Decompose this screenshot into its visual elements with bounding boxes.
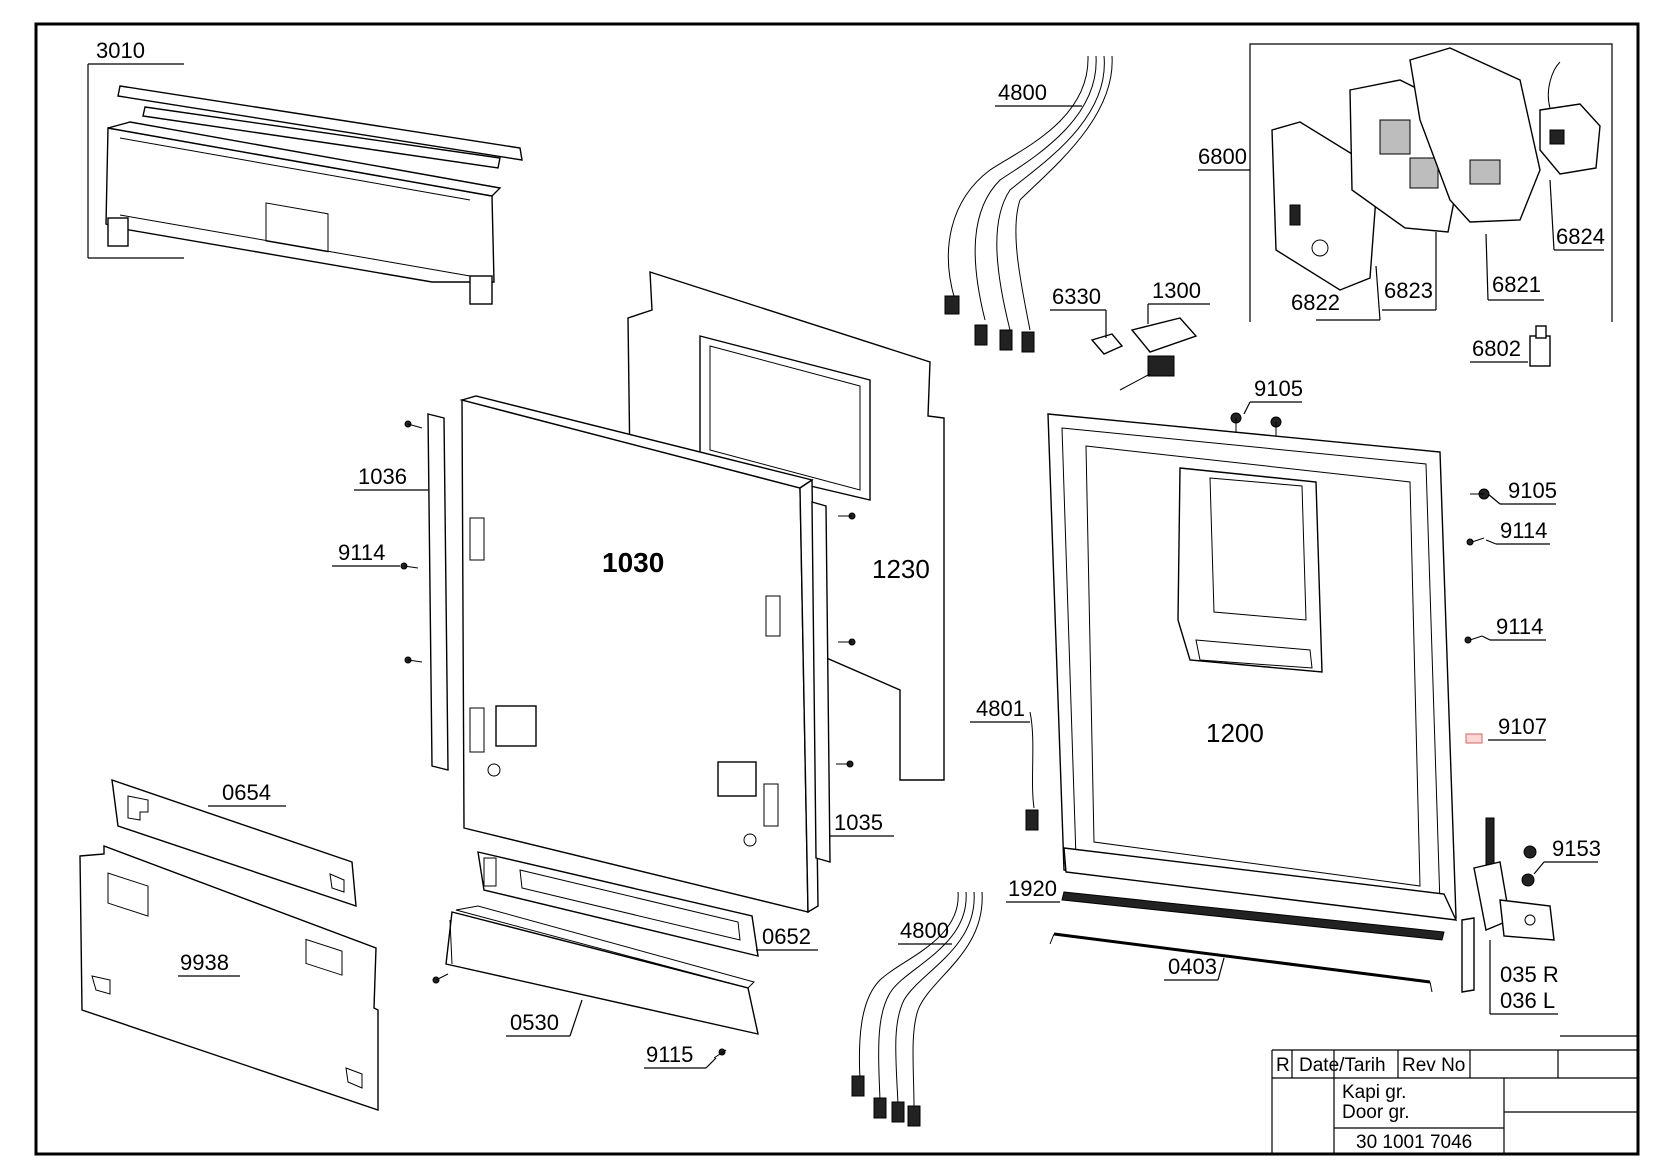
part-9153-screws <box>1521 845 1537 887</box>
part-035r-036l-hinge <box>1461 817 1555 993</box>
part-1300-door-lock <box>1119 317 1198 391</box>
title-col-rev: Rev No <box>1402 1055 1465 1076</box>
drawing-frame <box>34 22 1640 1156</box>
part-6802-sensor <box>1529 325 1551 367</box>
part-6821-housing <box>1409 47 1541 223</box>
part-1920-seal <box>1061 891 1445 941</box>
part-0530-screw <box>432 973 449 984</box>
title-col-date: Date/Tarih <box>1299 1055 1386 1076</box>
title-drawing-no: 30 1001 7046 <box>1356 1132 1472 1153</box>
label-1920: 1920 <box>1008 876 1057 901</box>
part-0652-handle <box>477 851 759 957</box>
label-9153: 9153 <box>1552 836 1601 861</box>
label-9114-right-a: 9114 <box>1500 518 1547 543</box>
label-9114-left: 9114 <box>338 540 385 565</box>
label-1036: 1036 <box>358 464 407 489</box>
label-9105-right: 9105 <box>1508 478 1557 503</box>
part-6824-connector <box>1539 61 1601 175</box>
title-block: R Date/Tarih Rev No Kapi gr. Door gr. 30… <box>1271 1035 1638 1154</box>
part-0403-rod <box>1049 932 1433 993</box>
part-9115-screw <box>713 1048 727 1059</box>
part-1035-side-strip <box>811 501 831 863</box>
label-9114-right-b: 9114 <box>1496 614 1543 639</box>
label-035r: 035 R <box>1500 962 1559 987</box>
title-desc-tr: Kapi gr. <box>1342 1082 1406 1103</box>
part-1035-screws <box>836 512 856 768</box>
label-9115: 9115 <box>646 1042 693 1067</box>
part-0530-kickplate <box>445 905 759 1035</box>
part-1036-side-strip <box>427 413 449 771</box>
label-0530: 0530 <box>510 1010 559 1035</box>
label-3010: 3010 <box>96 38 145 63</box>
part-9114-screws-right <box>1464 537 1485 644</box>
label-1300: 1300 <box>1152 278 1201 303</box>
part-1030-outer-door <box>459 395 819 914</box>
label-4800-bottom: 4800 <box>900 918 949 943</box>
label-0403: 0403 <box>1168 954 1217 979</box>
part-9107-clip <box>1465 733 1483 744</box>
label-6821: 6821 <box>1492 272 1541 297</box>
label-6330: 6330 <box>1052 284 1101 309</box>
label-6824: 6824 <box>1556 224 1605 249</box>
label-4800-top: 4800 <box>998 80 1047 105</box>
label-9105-top: 9105 <box>1254 376 1303 401</box>
part-9938-panel <box>79 844 379 1111</box>
part-6330-switch <box>1090 333 1124 355</box>
label-1035: 1035 <box>834 810 883 835</box>
label-036l: 036 L <box>1500 988 1555 1013</box>
label-1230: 1230 <box>872 554 930 584</box>
title-desc-en: Door gr. <box>1342 1102 1410 1123</box>
label-1200: 1200 <box>1206 718 1264 748</box>
label-1030: 1030 <box>602 547 664 578</box>
label-6802: 6802 <box>1472 336 1521 361</box>
part-4800-wire-harness-top <box>944 55 1113 353</box>
part-4801-wire <box>1025 711 1039 831</box>
label-9107: 9107 <box>1498 714 1547 739</box>
part-9105-screws <box>1230 412 1490 500</box>
part-0654-panel <box>111 778 357 908</box>
label-0654: 0654 <box>222 780 271 805</box>
label-6822: 6822 <box>1291 290 1340 315</box>
part-3010-control-panel <box>105 85 523 305</box>
label-6823: 6823 <box>1384 278 1433 303</box>
label-0652: 0652 <box>762 924 811 949</box>
part-1200-inner-door <box>1047 413 1458 921</box>
part-9114-screws-left <box>400 420 423 664</box>
part-4800-wire-harness-bottom <box>851 891 983 1127</box>
label-9938: 9938 <box>180 950 229 975</box>
title-col-r: R <box>1276 1055 1290 1076</box>
label-6800: 6800 <box>1198 144 1247 169</box>
label-4801: 4801 <box>976 696 1025 721</box>
